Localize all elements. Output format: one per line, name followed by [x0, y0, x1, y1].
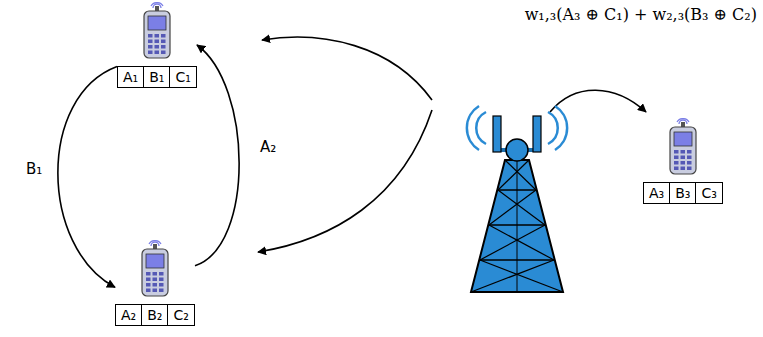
- cache-cell: C₁: [169, 66, 196, 88]
- user-device: A₃B₃C₃: [643, 118, 723, 204]
- phone-icon: [660, 118, 706, 180]
- cache-cell: B₁: [143, 66, 170, 88]
- broadcast-arrow: [262, 37, 432, 100]
- cache-cell: C₂: [167, 304, 194, 326]
- phone-icon: [134, 2, 180, 64]
- broadcast-arrow: [550, 90, 646, 112]
- user-device: A₁B₁C₁: [117, 2, 197, 88]
- cache-row: A₃B₃C₃: [643, 182, 723, 204]
- cache-cell: A₃: [643, 182, 670, 204]
- cache-cell: B₂: [141, 304, 168, 326]
- broadcast-formula: w₁,₃(A₃ ⊕ C₁) + w₂,₃(B₃ ⊕ C₂): [525, 4, 757, 26]
- transmission-arrow: [58, 67, 117, 288]
- transmission-arrow: [195, 45, 239, 266]
- broadcast-arrow: [258, 110, 432, 252]
- cache-cell: B₃: [669, 182, 696, 204]
- user-device: A₂B₂C₂: [115, 240, 195, 326]
- cache-row: A₂B₂C₂: [115, 304, 195, 326]
- tower: [467, 106, 567, 292]
- cache-cell: A₂: [115, 304, 142, 326]
- edge-label: B₁: [24, 160, 44, 178]
- cache-cell: A₁: [117, 66, 144, 88]
- cache-cell: C₃: [695, 182, 722, 204]
- edge-label: A₂: [258, 138, 278, 156]
- cache-row: A₁B₁C₁: [117, 66, 197, 88]
- phone-icon: [132, 240, 178, 302]
